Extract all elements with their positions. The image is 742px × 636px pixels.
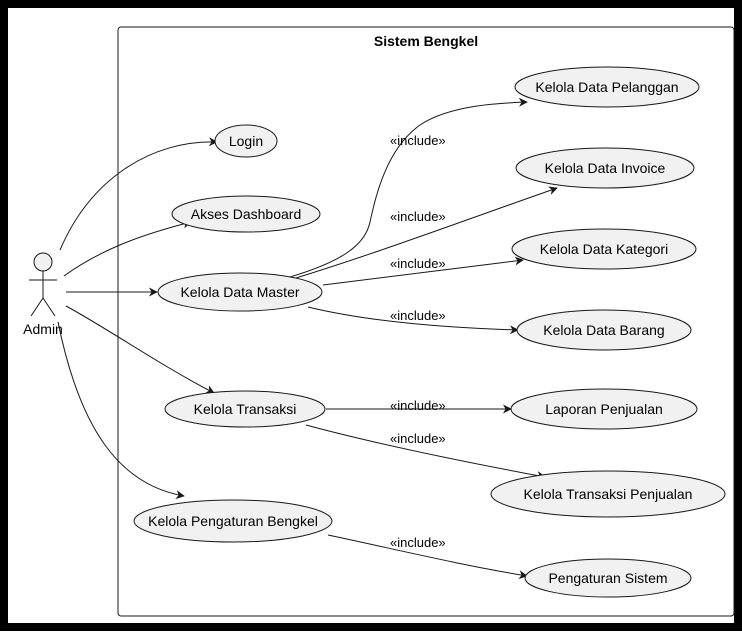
edge-include-transaksi-penjualan <box>305 424 546 480</box>
usecase-akses-dashboard[interactable]: Akses Dashboard <box>171 195 321 233</box>
usecase-pengaturan-sistem-label: Pengaturan Sistem <box>548 570 667 586</box>
actor-label: Admin <box>23 321 63 337</box>
edge-admin-kelola-transaksi <box>65 305 215 394</box>
include-label-pengaturan-sistem: «include» <box>390 535 446 550</box>
usecase-kelola-data-invoice[interactable]: Kelola Data Invoice <box>515 147 695 189</box>
edge-include-invoice <box>295 186 558 279</box>
usecase-kelola-transaksi-penjualan-label: Kelola Transaksi Penjualan <box>524 486 693 502</box>
usecase-kelola-pengaturan-bengkel-label: Kelola Pengaturan Bengkel <box>148 513 318 529</box>
include-label-kategori: «include» <box>390 256 446 271</box>
usecase-kelola-data-pelanggan-label: Kelola Data Pelanggan <box>535 79 678 95</box>
edge-admin-kelola-pengaturan <box>57 321 185 500</box>
usecase-akses-dashboard-label: Akses Dashboard <box>191 206 302 222</box>
edge-admin-login <box>59 137 218 251</box>
edge-admin-akses-dashboard <box>63 219 192 277</box>
usecase-kelola-data-master[interactable]: Kelola Data Master <box>157 272 323 312</box>
actor-left-leg <box>30 297 44 317</box>
actor-head <box>33 252 53 272</box>
include-label-invoice: «include» <box>390 209 446 224</box>
include-label-barang: «include» <box>390 308 446 323</box>
include-label-pelanggan: «include» <box>390 133 446 148</box>
usecase-kelola-data-kategori-label: Kelola Data Kategori <box>540 241 668 257</box>
usecase-login-label: Login <box>229 133 263 149</box>
usecase-kelola-data-master-label: Kelola Data Master <box>180 284 299 300</box>
usecase-kelola-data-kategori[interactable]: Kelola Data Kategori <box>511 228 697 270</box>
usecase-pengaturan-sistem[interactable]: Pengaturan Sistem <box>524 558 692 598</box>
usecase-kelola-data-barang[interactable]: Kelola Data Barang <box>516 309 692 351</box>
usecase-kelola-pengaturan-bengkel[interactable]: Kelola Pengaturan Bengkel <box>133 499 333 543</box>
usecase-kelola-transaksi-label: Kelola Transaksi <box>194 401 297 417</box>
system-title: Sistem Bengkel <box>374 33 478 49</box>
usecase-kelola-transaksi[interactable]: Kelola Transaksi <box>164 390 326 428</box>
usecase-kelola-data-barang-label: Kelola Data Barang <box>543 322 664 338</box>
usecase-laporan-penjualan[interactable]: Laporan Penjualan <box>510 388 698 430</box>
usecase-kelola-transaksi-penjualan[interactable]: Kelola Transaksi Penjualan <box>490 470 726 518</box>
actor-right-leg <box>42 297 56 317</box>
edge-include-pelanggan <box>289 97 528 278</box>
actor-admin[interactable]: Admin <box>23 252 63 337</box>
edge-include-barang <box>307 306 519 335</box>
include-label-laporan: «include» <box>390 398 446 413</box>
include-label-transaksi-penjualan: «include» <box>390 431 446 446</box>
edge-include-pengaturan-sistem <box>327 534 528 580</box>
edge-include-kategori <box>322 256 524 286</box>
usecase-kelola-data-invoice-label: Kelola Data Invoice <box>545 160 666 176</box>
usecase-login[interactable]: Login <box>214 124 278 158</box>
usecase-laporan-penjualan-label: Laporan Penjualan <box>545 401 663 417</box>
usecase-kelola-data-pelanggan[interactable]: Kelola Data Pelanggan <box>514 66 700 108</box>
